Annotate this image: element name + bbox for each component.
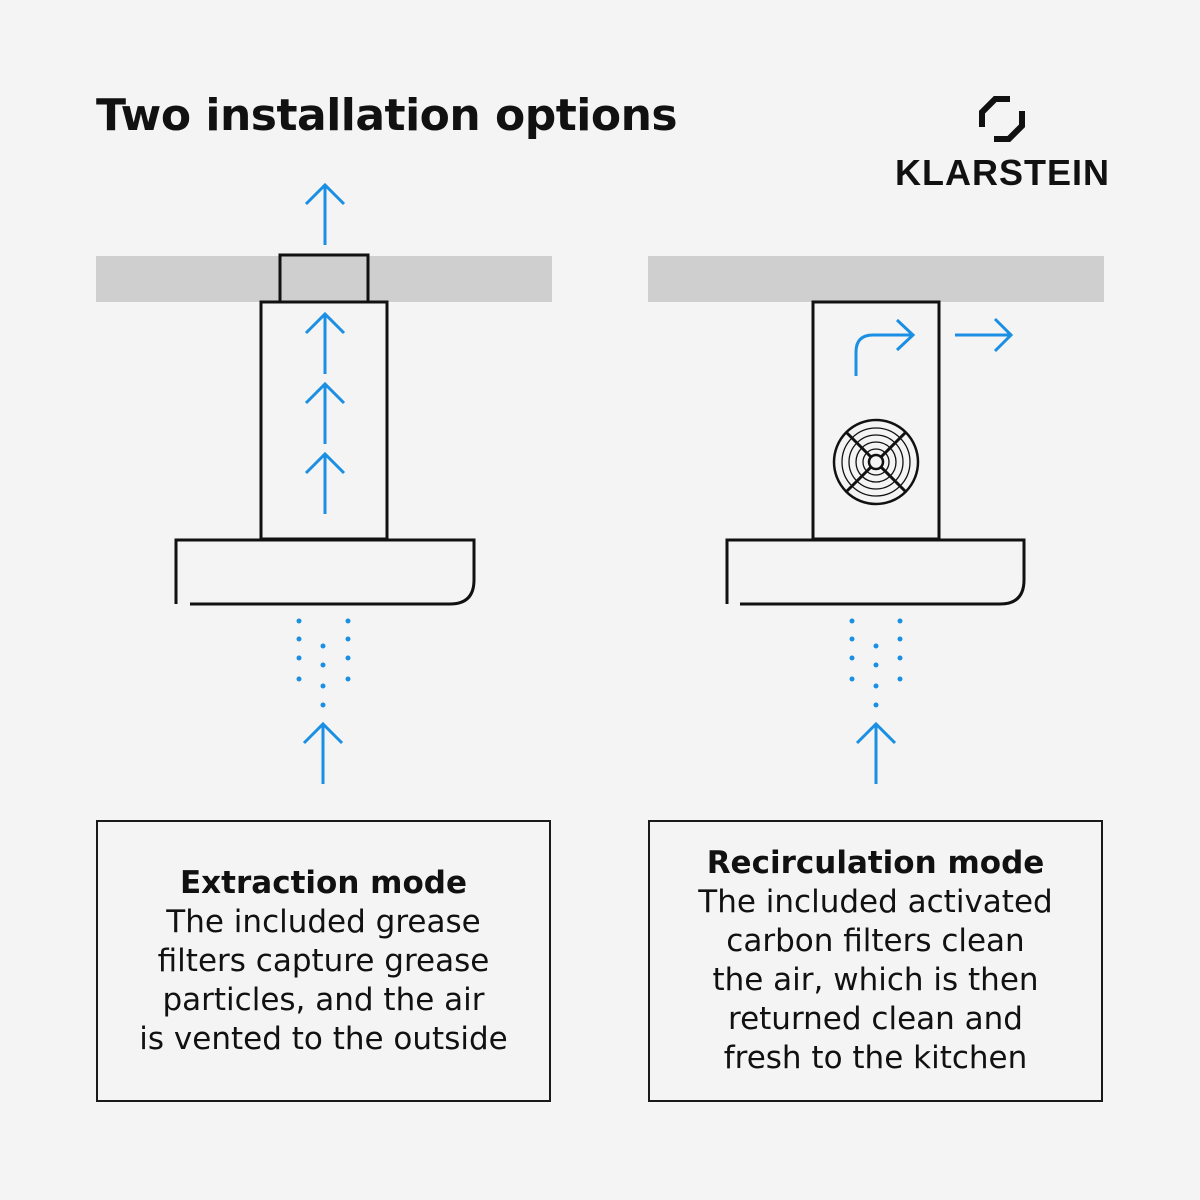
klarstein-logo-icon (979, 96, 1025, 142)
recirculation-mode-line: returned clean and (728, 1001, 1023, 1037)
ceiling-left (96, 256, 552, 302)
recirculation-hood-diagram (648, 256, 1104, 786)
curved-arrow-icon (854, 318, 916, 376)
duct-arrow-2 (304, 382, 346, 446)
recirculation-mode-line: The included activated (698, 884, 1053, 920)
page-title: Two installation options (96, 90, 678, 141)
ceiling-right (648, 256, 1104, 302)
intake-arrow-right (855, 722, 897, 786)
recirculation-mode-line: carbon filters clean (726, 923, 1025, 959)
extraction-hood-diagram (96, 183, 552, 786)
extraction-mode-line: is vented to the outside (139, 1020, 508, 1057)
hood-canopy-left (174, 538, 476, 606)
extraction-mode-caption: Extraction mode The included grease filt… (96, 820, 551, 1102)
recirculation-mode-line: the air, which is then (712, 962, 1039, 998)
recirculation-mode-line: fresh to the kitchen (723, 1040, 1028, 1076)
brand-name: KLARSTEIN (895, 152, 1110, 193)
steam-dots-left (296, 618, 351, 708)
recirculation-mode-title: Recirculation mode (706, 845, 1045, 881)
exhaust-arrow-up (304, 183, 346, 247)
installation-diagram (96, 183, 1104, 786)
extraction-mode-line: The included grease (166, 903, 481, 940)
outflow-arrow-icon (955, 317, 1014, 353)
extraction-mode-title: Extraction mode (180, 864, 467, 901)
hood-canopy-right (725, 538, 1026, 606)
duct-arrow-3 (304, 452, 346, 516)
intake-arrow-left (302, 722, 344, 786)
extraction-mode-line: filters capture grease (157, 942, 490, 979)
steam-dots-right (849, 618, 903, 708)
recirculation-mode-caption: Recirculation mode The included activate… (648, 820, 1103, 1102)
brand-logo: KLARSTEIN (895, 92, 1110, 193)
fan-icon (832, 418, 920, 506)
duct-arrow-1 (304, 312, 346, 376)
extraction-mode-line: particles, and the air (162, 981, 485, 1018)
